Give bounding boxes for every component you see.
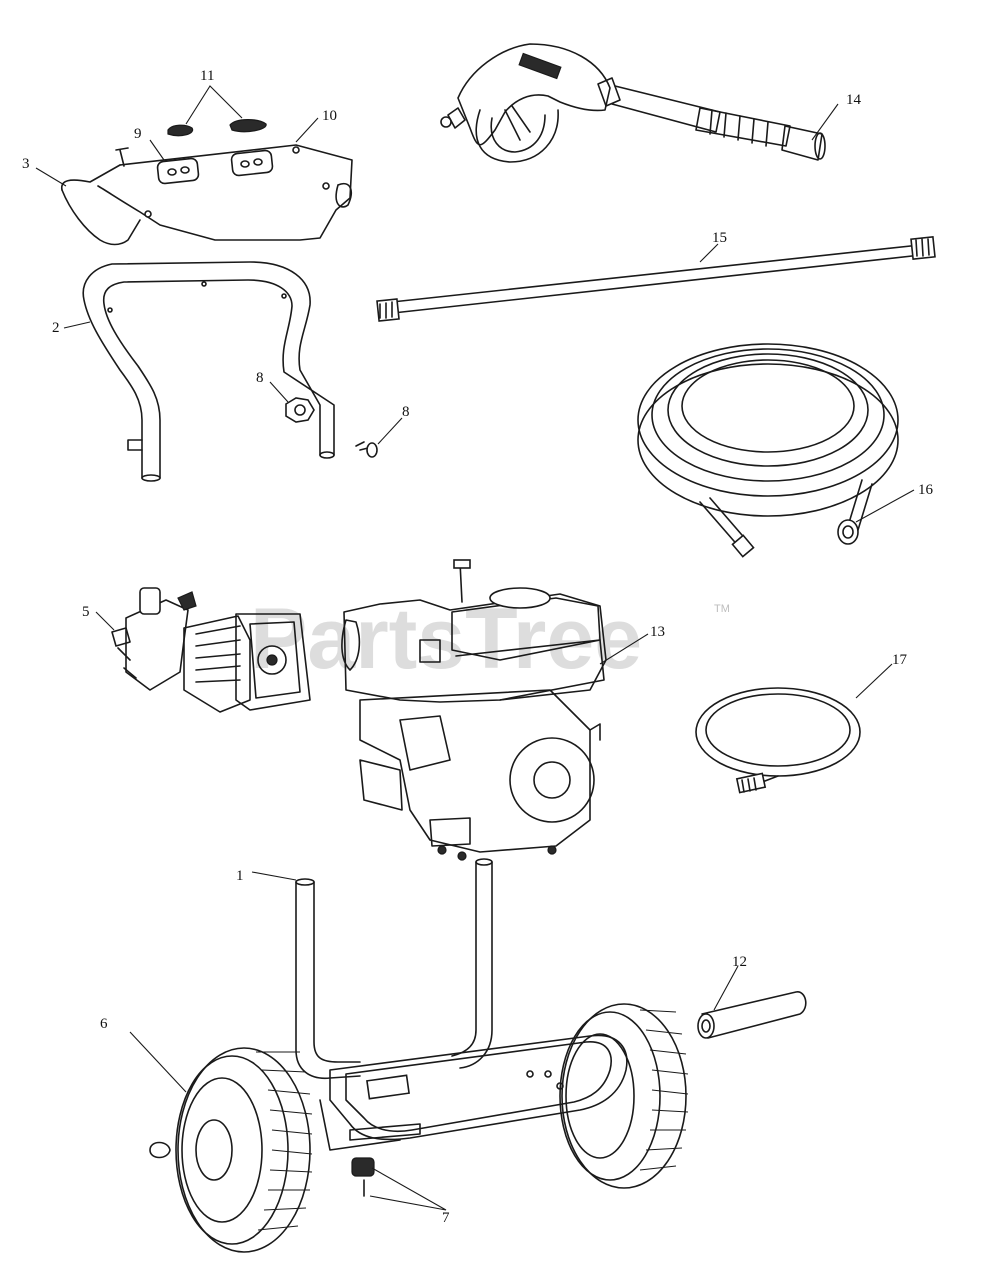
leader-13 xyxy=(599,633,649,665)
handle-grip-part xyxy=(697,991,807,1039)
spray-wand-part xyxy=(376,236,936,322)
callout-2: 2 xyxy=(52,320,60,336)
callout-8b: 8 xyxy=(402,404,410,420)
leader-1 xyxy=(251,871,297,881)
belt-guard-part xyxy=(61,144,353,246)
leader-7 xyxy=(369,1167,447,1211)
pump-part xyxy=(111,587,311,713)
callout-3: 3 xyxy=(22,156,30,172)
callout-15: 15 xyxy=(712,230,727,246)
spray-gun-part xyxy=(440,43,826,163)
callout-7: 7 xyxy=(442,1210,450,1226)
high-pressure-hose-part xyxy=(637,343,899,558)
leader-14 xyxy=(811,103,839,141)
leader-8a xyxy=(269,381,289,403)
frame-part xyxy=(295,858,628,1151)
siphon-hose-part xyxy=(695,687,861,794)
watermark-text: PartsTree xyxy=(250,591,642,687)
watermark-trademark: TM xyxy=(714,603,730,615)
leader-11 xyxy=(185,85,243,125)
callout-17: 17 xyxy=(892,652,908,668)
callout-10: 10 xyxy=(322,108,337,124)
callout-1: 1 xyxy=(236,868,244,884)
callout-9: 9 xyxy=(134,126,142,142)
upper-handle-part xyxy=(82,261,335,482)
leader-15 xyxy=(699,243,719,263)
callout-11: 11 xyxy=(200,68,214,84)
wheel-right-part xyxy=(559,1003,689,1189)
handle-knob-part xyxy=(285,397,378,458)
leader-12 xyxy=(713,965,739,1011)
leader-17 xyxy=(855,663,893,699)
leader-16 xyxy=(855,489,915,523)
leader-3 xyxy=(35,167,67,187)
callout-12: 12 xyxy=(732,954,747,970)
callout-5: 5 xyxy=(82,604,90,620)
leader-9 xyxy=(149,139,165,161)
leader-6 xyxy=(129,1031,187,1093)
callout-14: 14 xyxy=(846,92,862,108)
rubber-foot-part xyxy=(351,1157,375,1197)
callout-8a: 8 xyxy=(256,370,264,386)
leader-5 xyxy=(95,611,115,631)
leader-2 xyxy=(63,321,91,329)
wheel-left-part xyxy=(149,1047,313,1253)
callout-13: 13 xyxy=(650,624,665,640)
leader-10 xyxy=(295,117,319,143)
leader-8b xyxy=(377,417,403,445)
callout-16: 16 xyxy=(918,482,934,498)
callout-6: 6 xyxy=(100,1016,108,1032)
engine-part xyxy=(341,559,607,861)
screw-set-part xyxy=(167,119,267,137)
